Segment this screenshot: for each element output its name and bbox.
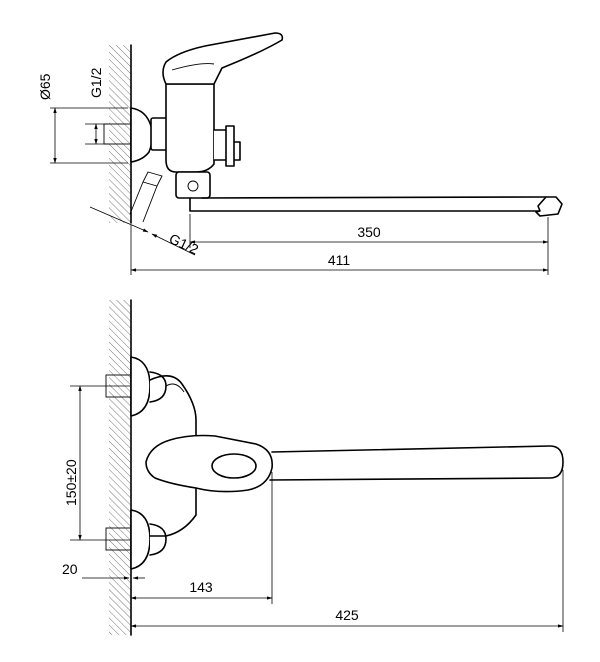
dim-flange-diameter: Ø65: [37, 73, 128, 164]
top-view: Ø65 G1/2 G1/2 350 411: [37, 32, 563, 275]
hose-thread: [129, 171, 163, 223]
dim-spout-reach: 350: [189, 214, 549, 248]
dim-overall-front: 425: [130, 470, 564, 632]
inlet-lower: [105, 509, 167, 570]
spout-front: [269, 445, 564, 481]
spout-base: [175, 171, 211, 199]
label-wall-thread: G1/2: [88, 67, 104, 98]
label-handle-offset: 143: [189, 579, 213, 595]
wall-top: [109, 44, 132, 224]
dim-overall-top: 411: [130, 225, 549, 275]
label-hose-thread: G1/2: [167, 230, 201, 257]
dim-wall-thread: G1/2: [85, 67, 108, 145]
mixer-body: [165, 83, 215, 173]
dim-inlet-spacing: 150±20: [63, 385, 130, 541]
dim-wall-offset: 20: [62, 561, 145, 580]
spout-top: [189, 196, 563, 217]
wall-front: [109, 299, 132, 636]
label-flange-diameter: Ø65: [37, 73, 53, 100]
dim-handle-offset: 143: [130, 472, 273, 604]
label-overall-top: 411: [328, 252, 351, 268]
wall-flange: [130, 107, 153, 163]
diverter-lever: [225, 125, 235, 167]
label-spout-reach: 350: [357, 224, 381, 240]
label-wall-offset: 20: [62, 561, 78, 577]
lever-handle: [162, 32, 284, 85]
mixer-body-front: [149, 375, 197, 537]
lever-grip: [211, 453, 257, 479]
label-inlet-spacing: 150±20: [63, 459, 79, 506]
aerator: [535, 196, 563, 217]
label-overall-front: 425: [335, 607, 359, 623]
front-view: 150±20 20 143 425: [62, 299, 564, 636]
inlet-upper: [105, 356, 167, 417]
